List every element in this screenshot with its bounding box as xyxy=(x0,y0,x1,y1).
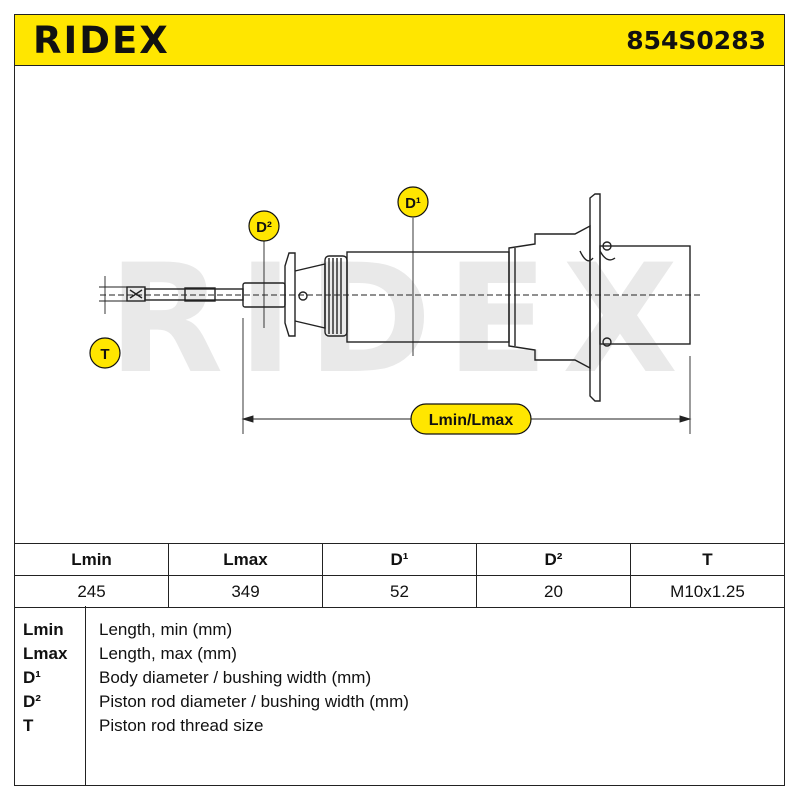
spec-header-d1: D¹ xyxy=(322,543,477,576)
badge-t: T xyxy=(89,337,121,369)
legend-key: D² xyxy=(23,692,41,711)
legend-key: D¹ xyxy=(23,668,41,687)
legend-desc: Piston rod thread size xyxy=(99,716,264,735)
svg-text:T: T xyxy=(100,346,109,363)
badge-d2: D² xyxy=(248,210,280,242)
spec-header-lmin: Lmin xyxy=(14,543,169,576)
spec-header-d2: D² xyxy=(476,543,631,576)
shock-absorber-outline xyxy=(126,193,691,402)
legend-desc: Length, min (mm) xyxy=(99,620,233,639)
spec-value-d2: 20 xyxy=(476,575,631,608)
legend-desc: Body diameter / bushing width (mm) xyxy=(99,668,372,687)
legend-desc: Length, max (mm) xyxy=(99,644,237,663)
legend-key: Lmax xyxy=(23,644,68,663)
spec-value-t: M10x1.25 xyxy=(630,575,785,608)
svg-text:D²: D² xyxy=(256,219,272,236)
legend-desc: Piston rod diameter / bushing width (mm) xyxy=(99,692,409,711)
legend-box: Lmin Length, min (mm) Lmax Length, max (… xyxy=(14,606,785,786)
part-number: 854S0283 xyxy=(626,26,766,55)
spec-header-lmax: Lmax xyxy=(168,543,323,576)
spec-header-row: Lmin Lmax D¹ D² T xyxy=(14,543,785,576)
spec-table: Lmin Lmax D¹ D² T 245 349 52 20 M10x1.25 xyxy=(14,543,785,608)
brand-logo: RIDEX xyxy=(33,19,170,62)
header-bar: RIDEX 854S0283 xyxy=(14,14,785,66)
mounting-plate xyxy=(589,193,601,402)
svg-text:D¹: D¹ xyxy=(405,195,421,212)
watermark-text: RIDEX xyxy=(108,233,692,407)
legend-divider xyxy=(85,606,86,785)
legend-key: Lmin xyxy=(23,620,64,639)
spec-value-d1: 52 xyxy=(322,575,477,608)
badge-length: Lmin/Lmax xyxy=(410,403,532,435)
badge-d1: D¹ xyxy=(397,186,429,218)
svg-text:Lmin/Lmax: Lmin/Lmax xyxy=(429,412,514,429)
shock-absorber-drawing: RIDEX xyxy=(89,186,700,435)
spec-value-row: 245 349 52 20 M10x1.25 xyxy=(14,575,785,608)
drawing-frame: RIDEX xyxy=(14,66,785,543)
spec-value-lmax: 349 xyxy=(168,575,323,608)
spec-header-t: T xyxy=(630,543,785,576)
legend-key: T xyxy=(23,716,34,735)
upper-plate xyxy=(284,252,296,337)
spec-value-lmin: 245 xyxy=(14,575,169,608)
